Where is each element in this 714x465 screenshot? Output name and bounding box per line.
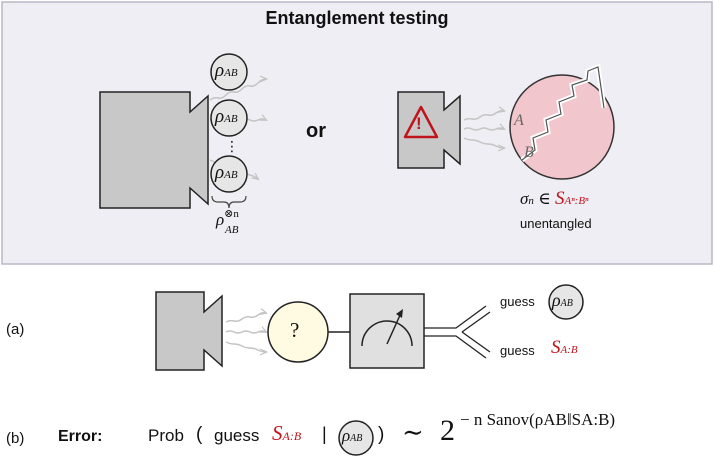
warning-mark: ! [416,114,422,133]
sigma-expression: σn ∈ SAⁿ:Bⁿ [520,188,589,209]
prob-lparen: ( [196,424,203,445]
state-label-1: ρAB [215,60,238,81]
meter-needle-icon [386,312,402,345]
output-rho-label: ρAB [552,290,573,310]
state-circle-1 [210,53,248,91]
unentangled-label: unentangled [520,216,592,231]
prob-s-label: SA:B [272,421,302,445]
panel-b-label: (b) [6,430,25,447]
error-rho-circle [338,420,374,456]
base-two: 2 [440,414,455,447]
meter-needle-tip-icon [396,309,403,318]
guess-label-2: guess [500,343,535,358]
question-mark: ? [290,318,300,342]
region-a-label: A [514,112,524,129]
exponent-expression: − n Sanov(ρAB‖SA:B) [460,410,616,429]
panel-a-label: (a) [6,321,25,338]
meter-dial-icon [361,320,413,347]
output-s-label: SA:B [551,337,578,358]
state-label-2: ρAB [215,106,238,127]
prob-guess-label: guess [214,426,260,445]
right-source-icon [397,91,461,169]
or-label: or [306,120,326,142]
warning-triangle-icon [403,105,439,139]
measurement-box [349,293,425,369]
prob-rparen: ) [378,424,385,445]
tensor-subscript: AB [225,224,239,236]
state-circle-3 [210,155,248,193]
region-b-label: B [524,144,534,161]
prob-bar: | [322,424,327,444]
page-title: Entanglement testing [265,8,449,28]
left-source-icon [99,91,209,209]
error-label: Error: [58,428,103,445]
prob-label: Prob [148,426,184,445]
output-rho-circle [548,284,584,320]
output-double-lines [424,305,491,359]
ellipsis-dots: ⋮ [225,138,239,154]
tensor-label: ρ⊗n [216,208,239,229]
prob-rho-label: ρAB [342,426,363,445]
a-beams [225,313,266,352]
cut-line [521,66,605,161]
right-beams [463,111,504,148]
tensor-brace [211,195,247,209]
state-label-3: ρAB [215,162,238,183]
sim-symbol: ∼ [402,418,424,447]
a-source-icon [155,291,223,371]
guess-label-1: guess [500,294,535,309]
state-circle-2 [210,99,248,137]
unentangled-state-blob [509,74,615,180]
